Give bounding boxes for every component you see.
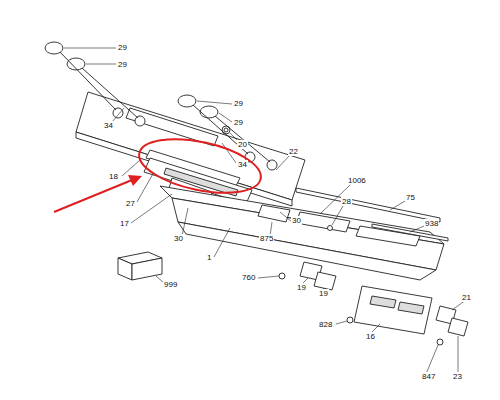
leader-line — [390, 201, 405, 210]
leader-line — [182, 208, 188, 236]
callout-number: 938 — [424, 219, 439, 228]
leader-line — [214, 228, 230, 257]
pointer-arrow-head — [128, 175, 142, 186]
bracket-19 — [314, 272, 336, 290]
control-board-16 — [354, 286, 432, 334]
callout-number: 30 — [173, 234, 184, 243]
callout-number: 16 — [365, 332, 376, 341]
callout-number: 29 — [117, 43, 128, 52]
leader-line — [86, 64, 116, 65]
board-chip — [398, 302, 424, 314]
switch-20-center — [224, 128, 228, 132]
leader-line — [156, 276, 163, 282]
connector-875 — [258, 205, 290, 222]
screw-760 — [279, 273, 285, 279]
callout-number: 30 — [291, 216, 302, 225]
clip-23 — [448, 318, 468, 336]
leader-line — [258, 276, 279, 278]
box-front — [132, 258, 162, 280]
trim-strip-75 — [296, 188, 440, 222]
highlight-ellipse — [134, 130, 265, 203]
callout-number: 34 — [237, 160, 248, 169]
box-side — [118, 258, 132, 280]
leader-line — [197, 101, 232, 104]
callout-number: 20 — [237, 140, 248, 149]
screw-28 — [328, 226, 333, 231]
callout-number: 828 — [318, 320, 333, 329]
leader-line — [332, 206, 343, 225]
callout-number: 18 — [108, 172, 119, 181]
leader-line — [219, 113, 232, 122]
knob-hole — [267, 160, 277, 170]
leader-line — [458, 336, 459, 373]
callout-number: 1006 — [347, 176, 367, 185]
leader-line — [222, 143, 236, 163]
knob-shaft — [60, 52, 116, 110]
callout-number: 75 — [405, 193, 416, 202]
board-chip — [370, 296, 396, 308]
knob-hole — [135, 116, 145, 126]
callout-number: 21 — [461, 293, 472, 302]
callout-number: 29 — [233, 118, 244, 127]
leader-line — [410, 226, 424, 232]
callout-number: 760 — [241, 273, 256, 282]
callout-number: 847 — [421, 372, 436, 381]
pointer-arrow-shaft — [54, 180, 132, 212]
leader-line — [426, 345, 438, 374]
callout-number: 999 — [163, 280, 178, 289]
leader-line — [122, 160, 140, 176]
leader-line — [276, 155, 290, 170]
knob-shaft — [82, 68, 138, 118]
callout-number: 28 — [341, 197, 352, 206]
callout-number: 23 — [452, 372, 463, 381]
callout-number: 22 — [288, 147, 299, 156]
callout-number: 19 — [318, 289, 329, 298]
callout-number: 1 — [206, 253, 212, 262]
leader-line — [131, 194, 172, 223]
callout-number: 17 — [119, 219, 130, 228]
knob-hole — [113, 108, 123, 118]
screw-847 — [437, 339, 443, 345]
callout-number: 875 — [259, 234, 274, 243]
callout-number: 34 — [103, 121, 114, 130]
cover-1006 — [296, 212, 350, 232]
callout-number: 27 — [125, 199, 136, 208]
leader-line — [336, 321, 347, 324]
leader-line — [112, 108, 124, 122]
callout-number: 29 — [233, 99, 244, 108]
callout-number: 29 — [117, 60, 128, 69]
screw-828 — [347, 317, 353, 323]
leader-line — [64, 48, 116, 49]
callout-number: 19 — [296, 283, 307, 292]
